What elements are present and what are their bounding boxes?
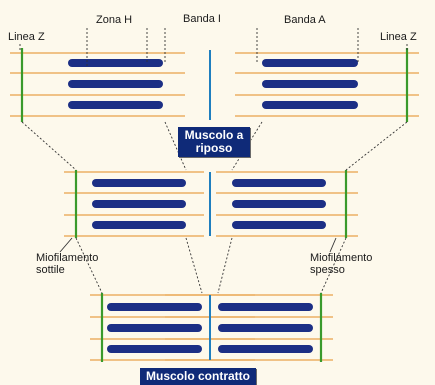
rest-thick-filament [262, 59, 358, 67]
contracted-thick-filament [218, 345, 313, 353]
contracted-thick-filament [107, 324, 202, 332]
zona-h-label: Zona H [96, 14, 133, 26]
rest-thick-filament [68, 80, 163, 88]
stage-connector [217, 237, 233, 294]
banda-a-label: Banda A [284, 14, 326, 26]
rest-thick-filament [68, 59, 163, 67]
rest-thick-filament [262, 80, 358, 88]
linea-z-left-label: Linea Z [8, 31, 45, 43]
contracted-thick-filament [218, 324, 313, 332]
mid-thick-filament [92, 179, 186, 187]
linea-z-right-label: Linea Z [380, 31, 417, 43]
contracted-thick-filament [107, 345, 202, 353]
mid-thick-filament [92, 221, 186, 229]
muscolo-a-riposo-badge: Muscolo a riposo [178, 127, 250, 157]
sottile-leader [59, 237, 73, 253]
mid-thick-filament [232, 179, 326, 187]
miofilamento-spesso-label: Miofilamento spesso [310, 252, 373, 276]
stage-connector [345, 121, 408, 171]
contracted-thick-filament [107, 303, 202, 311]
rest-thick-filament [262, 101, 358, 109]
stage-connector [185, 237, 203, 294]
spesso-leader [329, 237, 337, 253]
miofilamento-sottile-label: Miofilamento sottile [36, 252, 99, 276]
mid-thick-filament [232, 200, 326, 208]
banda-i-label: Banda I [183, 13, 221, 25]
muscolo-contratto-badge: Muscolo contratto [140, 368, 256, 385]
contracted-thick-filament [218, 303, 313, 311]
stage-connector [164, 121, 187, 171]
mid-thick-filament [232, 221, 326, 229]
mid-thick-filament [92, 200, 186, 208]
rest-thick-filament [68, 101, 163, 109]
stage-connector [21, 121, 77, 171]
